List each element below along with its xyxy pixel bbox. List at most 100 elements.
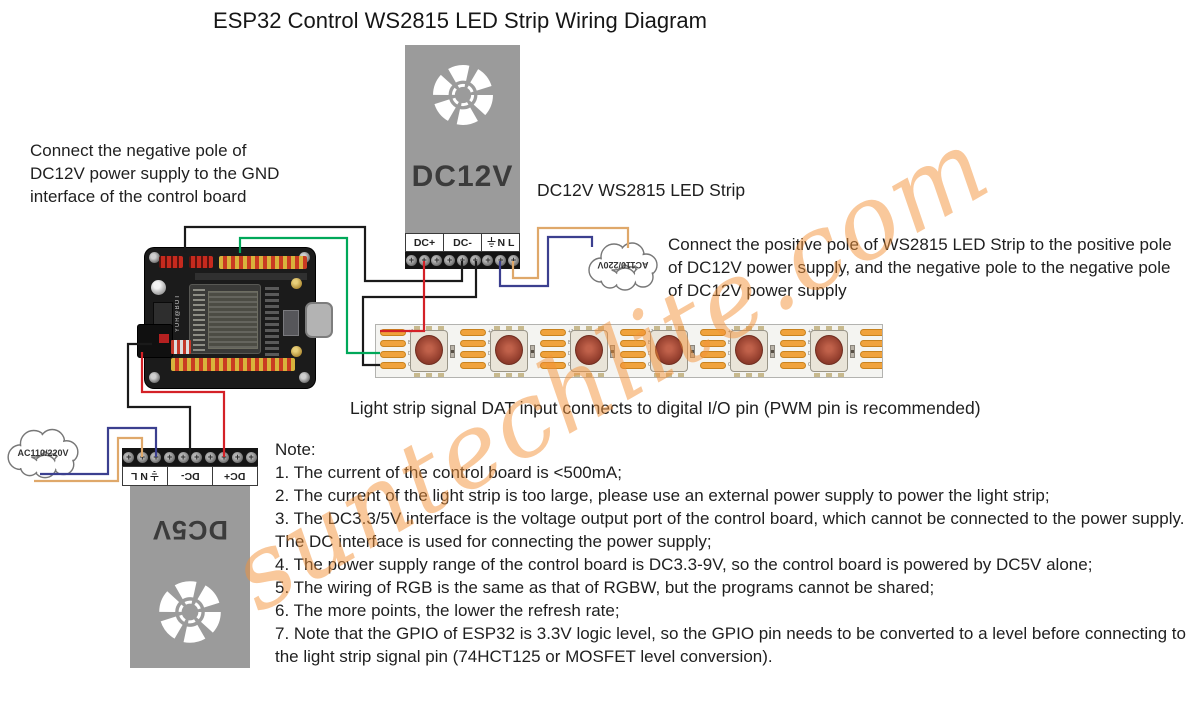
led-leg [838, 373, 844, 377]
screw-terminal [444, 255, 456, 266]
led-leg [438, 373, 444, 377]
led-die [575, 335, 603, 365]
fan-icon [433, 65, 493, 125]
led-leg [414, 326, 420, 330]
notes-heading: Note: [275, 440, 316, 459]
led-leg [506, 373, 512, 377]
led-leg [598, 326, 604, 330]
led-leg [654, 373, 660, 377]
led-leg [814, 326, 820, 330]
led-leg [838, 326, 844, 330]
dc12v-power-supply: DC12V DC+ DC- N L [405, 45, 520, 269]
corner-screw [149, 252, 160, 263]
led-leg [678, 373, 684, 377]
solder-pad [540, 340, 566, 347]
pin-row [195, 273, 307, 280]
screw-terminal [418, 255, 430, 266]
screw-terminal [495, 255, 507, 266]
dc12v-terminal-labels: DC+ DC- N L [405, 233, 520, 252]
led-leg [426, 373, 432, 377]
led-leg [826, 373, 832, 377]
smd-resistor [610, 345, 615, 358]
note-item: 7. Note that the GPIO of ESP32 is 3.3V l… [275, 624, 1186, 666]
solder-pad [540, 351, 566, 358]
smd-resistor [530, 345, 535, 358]
dc5v-terminal-labels: N L DC- DC+ [122, 466, 258, 486]
solder-pad [460, 351, 486, 358]
solder-pad [460, 362, 486, 369]
gpio-pin-header-top [219, 256, 307, 269]
screw-terminal [431, 255, 443, 266]
screw-terminal [204, 451, 216, 463]
smd-resistor [850, 345, 855, 358]
solder-pad [860, 329, 882, 336]
led-leg [678, 326, 684, 330]
note-item: 5. The wiring of RGB is the same as that… [275, 578, 935, 597]
solder-pad [780, 329, 806, 336]
dc12v-psu-body: DC12V [405, 45, 520, 233]
ac-source-cloud-right: AC110/220V [583, 236, 663, 292]
pin-header [171, 340, 191, 354]
solder-pad [700, 351, 726, 358]
annotation-signal-pin: Light strip signal DAT input connects to… [350, 398, 981, 418]
led-leg [758, 326, 764, 330]
solder-pad [460, 340, 486, 347]
led-leg [414, 373, 420, 377]
led-leg [574, 373, 580, 377]
led-leg [426, 326, 432, 330]
pin-header [189, 256, 213, 268]
screw-terminal [177, 451, 189, 463]
fan-icon [159, 581, 221, 643]
led-die [415, 335, 443, 365]
solder-pad [700, 362, 726, 369]
earth-ground-icon [487, 237, 496, 248]
screw-terminal [218, 451, 230, 463]
led-leg [586, 326, 592, 330]
dc5v-psu-body: DC5V [130, 486, 250, 668]
dc12v-terminal-dc-plus: DC+ [406, 234, 444, 251]
dc5v-screw-terminals [122, 448, 258, 466]
ac-voltage-label: AC110/220V [17, 448, 69, 458]
led-leg [598, 373, 604, 377]
esp32-module [189, 284, 261, 354]
solder-pad [620, 362, 646, 369]
led-die [815, 335, 843, 365]
earth-ground-icon [150, 471, 159, 482]
note-item: 6. The more points, the lower the refres… [275, 601, 620, 620]
wifi-antenna [193, 289, 205, 351]
screw-terminal [123, 451, 135, 463]
note-item: 3. The DC3.3/5V interface is the voltage… [275, 509, 1185, 551]
led-die [735, 335, 763, 365]
solder-pad [860, 362, 882, 369]
led-leg [518, 373, 524, 377]
solder-pad [620, 351, 646, 358]
esp32-control-board: YUR@BOT [137, 248, 333, 388]
led-leg [506, 326, 512, 330]
screw-terminal [469, 255, 481, 266]
led-leg [734, 326, 740, 330]
led-leg [586, 373, 592, 377]
solder-pad [380, 362, 406, 369]
notes-list: 1. The current of the control board is <… [275, 461, 1193, 668]
led-leg [746, 326, 752, 330]
led-leg [494, 373, 500, 377]
module-shield [208, 291, 258, 349]
led-leg [758, 373, 764, 377]
ac-voltage-label: AC110/220V [597, 260, 649, 270]
corner-screw [299, 372, 310, 383]
led-leg [666, 373, 672, 377]
jack-detail [159, 334, 169, 343]
screw-terminal [150, 451, 162, 463]
annotation-strip-title: DC12V WS2815 LED Strip [537, 180, 746, 200]
board-brand-label: YUR@BOT [175, 294, 181, 333]
boot-button [291, 278, 302, 289]
screw-terminal [164, 451, 176, 463]
pin-row [265, 286, 279, 356]
solder-pad [860, 351, 882, 358]
dc5v-label: DC5V [151, 515, 229, 545]
solder-pad [780, 362, 806, 369]
solder-pad [780, 340, 806, 347]
solder-pad [380, 351, 406, 358]
corner-screw [149, 372, 160, 383]
solder-pad [540, 329, 566, 336]
